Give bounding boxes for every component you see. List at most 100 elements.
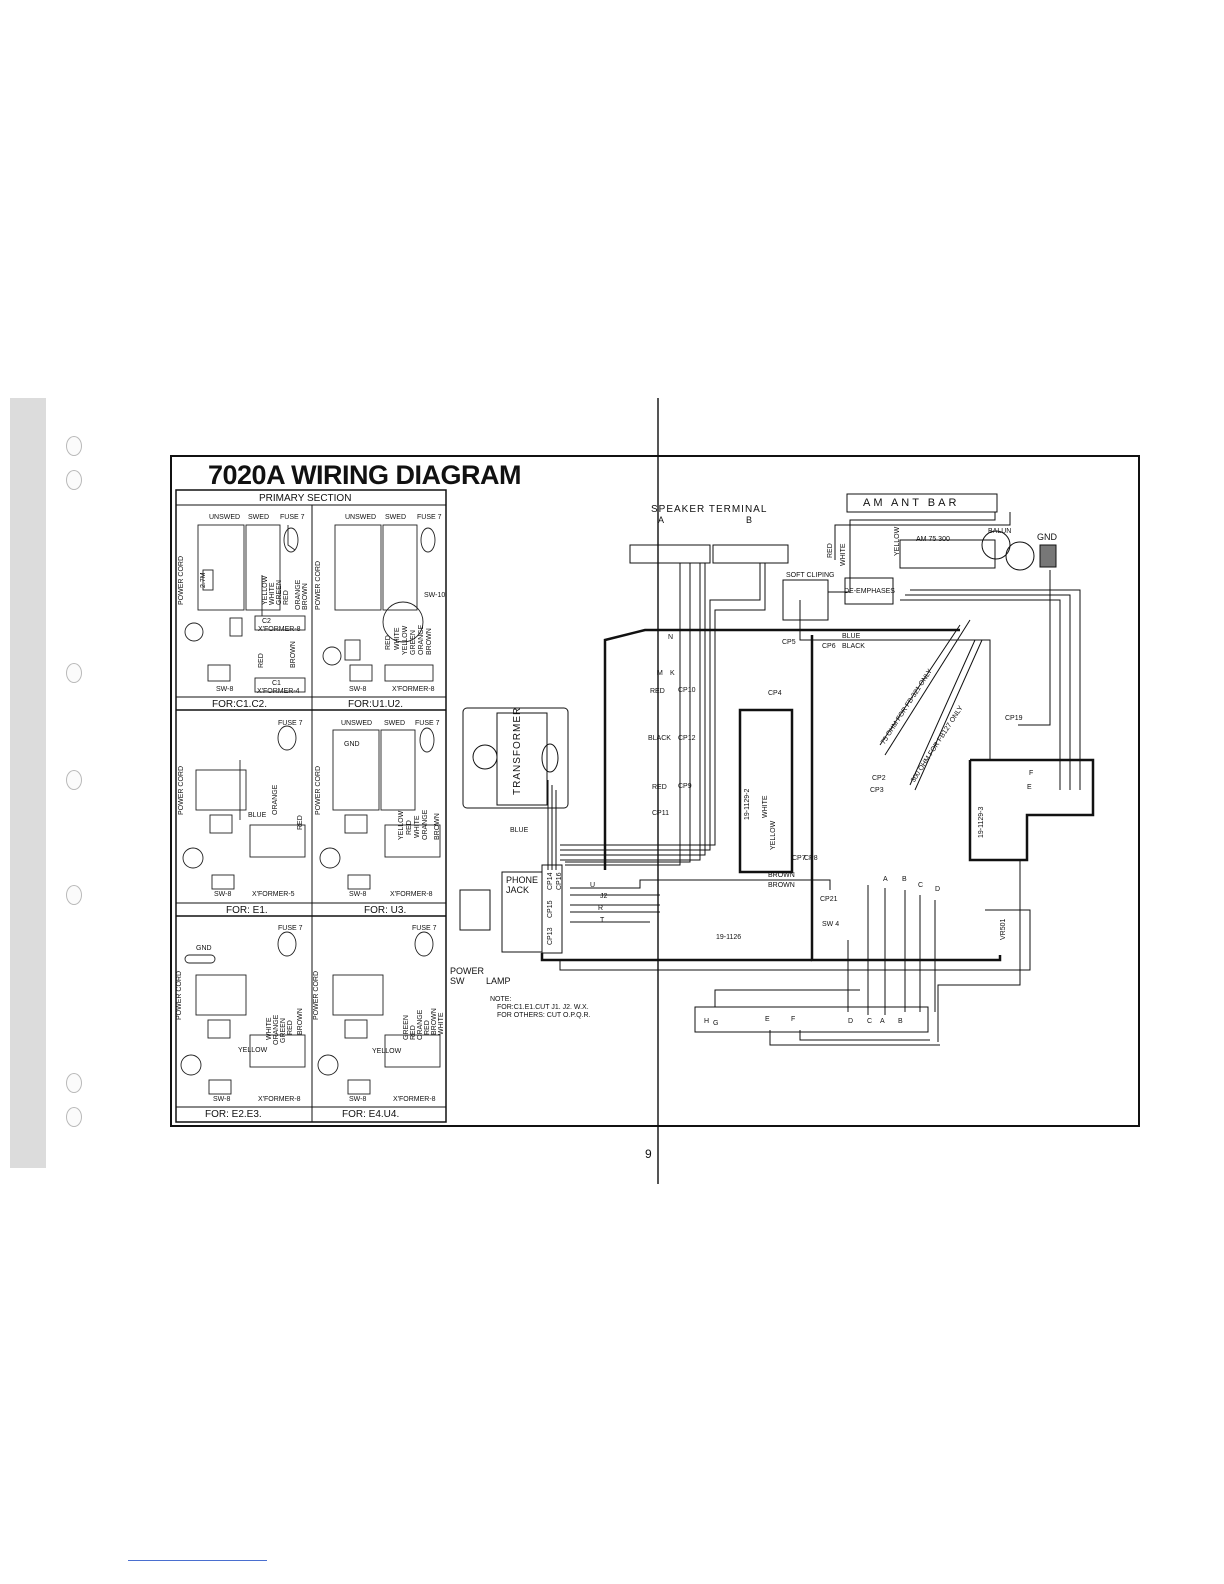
cp-label: CP14 [547, 872, 554, 890]
de-emphasis-label: DE-EMPHASES [844, 588, 895, 595]
note-line: FOR OTHERS: CUT O.P.Q.R. [497, 1012, 591, 1019]
panel1-wire: WHITE [269, 582, 276, 605]
panel6-wire: BROWN [431, 1008, 438, 1035]
panel3-power-cord: POWER CORD [178, 766, 185, 815]
note-line: FOR:C1.E1.CUT J1. J2. W.X. [497, 1004, 589, 1011]
panel1-c1: C1 [272, 680, 281, 687]
terminal-letter: D [935, 886, 941, 893]
cp-label: CP11 [652, 810, 669, 817]
punch-hole [66, 770, 82, 790]
panel2-wire: YELLOW [402, 625, 409, 655]
speaker-b-label: B [746, 515, 753, 525]
panel5-power-cord: POWER CORD [176, 971, 183, 1020]
panel1-wire: BROWN [302, 583, 309, 610]
panel1-brown: BROWN [290, 641, 297, 668]
panel2-power-cord: POWER CORD [315, 561, 322, 610]
panel5-yellow: YELLOW [238, 1047, 268, 1054]
panel4-wire: WHITE [414, 815, 421, 838]
wire-label: YELLOW [770, 820, 777, 850]
panel1-xformer8: X'FORMER-8 [258, 626, 301, 633]
lamp-label: LAMP [486, 976, 511, 986]
cp-label: CP13 [547, 927, 554, 945]
panel1-xformer: X'FORMER-4 [257, 688, 300, 695]
panel1-caption: FOR:C1.C2. [212, 699, 268, 710]
phone-jack-label: PHONE JACK [506, 875, 539, 895]
panel4-wire: ORANGE [422, 809, 429, 840]
panel4-caption: FOR: U3. [364, 905, 407, 916]
speaker-terminal-label: SPEAKER TERMINAL [651, 504, 768, 515]
panel4-wire: YELLOW [398, 810, 405, 840]
vr501-label: VR501 [1000, 918, 1007, 940]
punch-hole [66, 1073, 82, 1093]
panel5-wire: ORANGE [273, 1014, 280, 1045]
binder-strip [10, 398, 46, 1168]
panel2-switch: SW-8 [349, 686, 367, 693]
cp-label: CP8 [804, 855, 818, 862]
panel3-wire: RED [297, 815, 304, 830]
cp-label: CP16 [556, 872, 563, 890]
antenna-selector-label: AM 75 300 [916, 536, 950, 543]
page-number: 9 [645, 1147, 652, 1161]
panel3-caption: FOR: E1. [226, 905, 268, 916]
panel2-fuse: FUSE 7 [417, 514, 442, 521]
terminal-letter: G [713, 1020, 719, 1027]
panel6-wire: RED [410, 1025, 417, 1040]
panel5-fuse: FUSE 7 [278, 925, 303, 932]
terminal-letter: A [880, 1018, 885, 1025]
panel3-wire: ORANGE [272, 784, 279, 815]
panel4-wire: BROWN [434, 813, 441, 840]
wire-label: WHITE [762, 795, 769, 818]
board-main-label: 19-1129-2 [744, 788, 751, 820]
panel5-wire: WHITE [266, 1017, 273, 1040]
panel3-xformer: X'FORMER-5 [252, 891, 295, 898]
cp-label: CP9 [678, 783, 692, 790]
cp-label: CP2 [872, 775, 886, 782]
panel2-wire: BROWN [426, 628, 433, 655]
terminal-letter: E [1027, 784, 1032, 791]
cp-label: CP12 [678, 735, 696, 742]
panel1-c2: C2 [262, 618, 271, 625]
terminal-letter: R [598, 905, 604, 912]
panel3-fuse: FUSE 7 [278, 720, 303, 727]
diagram-title: 7020A WIRING DIAGRAM [208, 460, 522, 490]
wire-label: RED [650, 688, 665, 695]
panel4-power-cord: POWER CORD [315, 766, 322, 815]
panel4-switch: SW-8 [349, 891, 367, 898]
power-sw-label: POWER SW [450, 966, 485, 986]
wire-label: BLUE [842, 633, 861, 640]
panel3-blue: BLUE [248, 812, 267, 819]
panel1-switch: SW-8 [216, 686, 234, 693]
panel6-wire: WHITE [438, 1012, 445, 1035]
panel2-sw10: SW-10 [424, 592, 446, 599]
panel5-caption: FOR: E2.E3. [205, 1109, 262, 1120]
panel2-caption: FOR:U1.U2. [348, 699, 404, 710]
panel4-gnd: GND [344, 741, 360, 748]
panel5-xformer: X'FORMER-8 [258, 1096, 301, 1103]
panel6-switch: SW-8 [349, 1096, 367, 1103]
cp-label: CP3 [870, 787, 884, 794]
cp-label: CP21 [820, 896, 838, 903]
diagram-frame [170, 455, 1140, 1127]
panel1-wire: GREEN [276, 580, 283, 605]
wire-label: WHITE [840, 543, 847, 566]
terminal-letter: D [848, 1018, 854, 1025]
punch-hole [66, 1107, 82, 1127]
terminal-letter: H [704, 1018, 710, 1025]
panel5-wire: RED [287, 1020, 294, 1035]
panel2-unswed: UNSWED [345, 514, 377, 521]
panel4-fuse: FUSE 7 [415, 720, 440, 727]
am-ant-bar-label: AM ANT BAR [863, 497, 960, 509]
wire-label: RED [827, 543, 834, 558]
wire-label: RED [652, 784, 667, 791]
panel5-wire: BROWN [297, 1008, 304, 1035]
note-title: NOTE: [490, 996, 512, 1003]
panel2-wire: RED [385, 635, 392, 650]
panel2-xformer: X'FORMER-8 [392, 686, 435, 693]
terminal-letter: C [867, 1018, 873, 1025]
panel2-swed: SWED [385, 514, 406, 521]
page-fold [657, 398, 659, 1184]
wire-label: YELLOW [894, 526, 901, 556]
transformer-label: TRANSFORMER [512, 706, 523, 795]
cp-label: CP6 [822, 643, 836, 650]
